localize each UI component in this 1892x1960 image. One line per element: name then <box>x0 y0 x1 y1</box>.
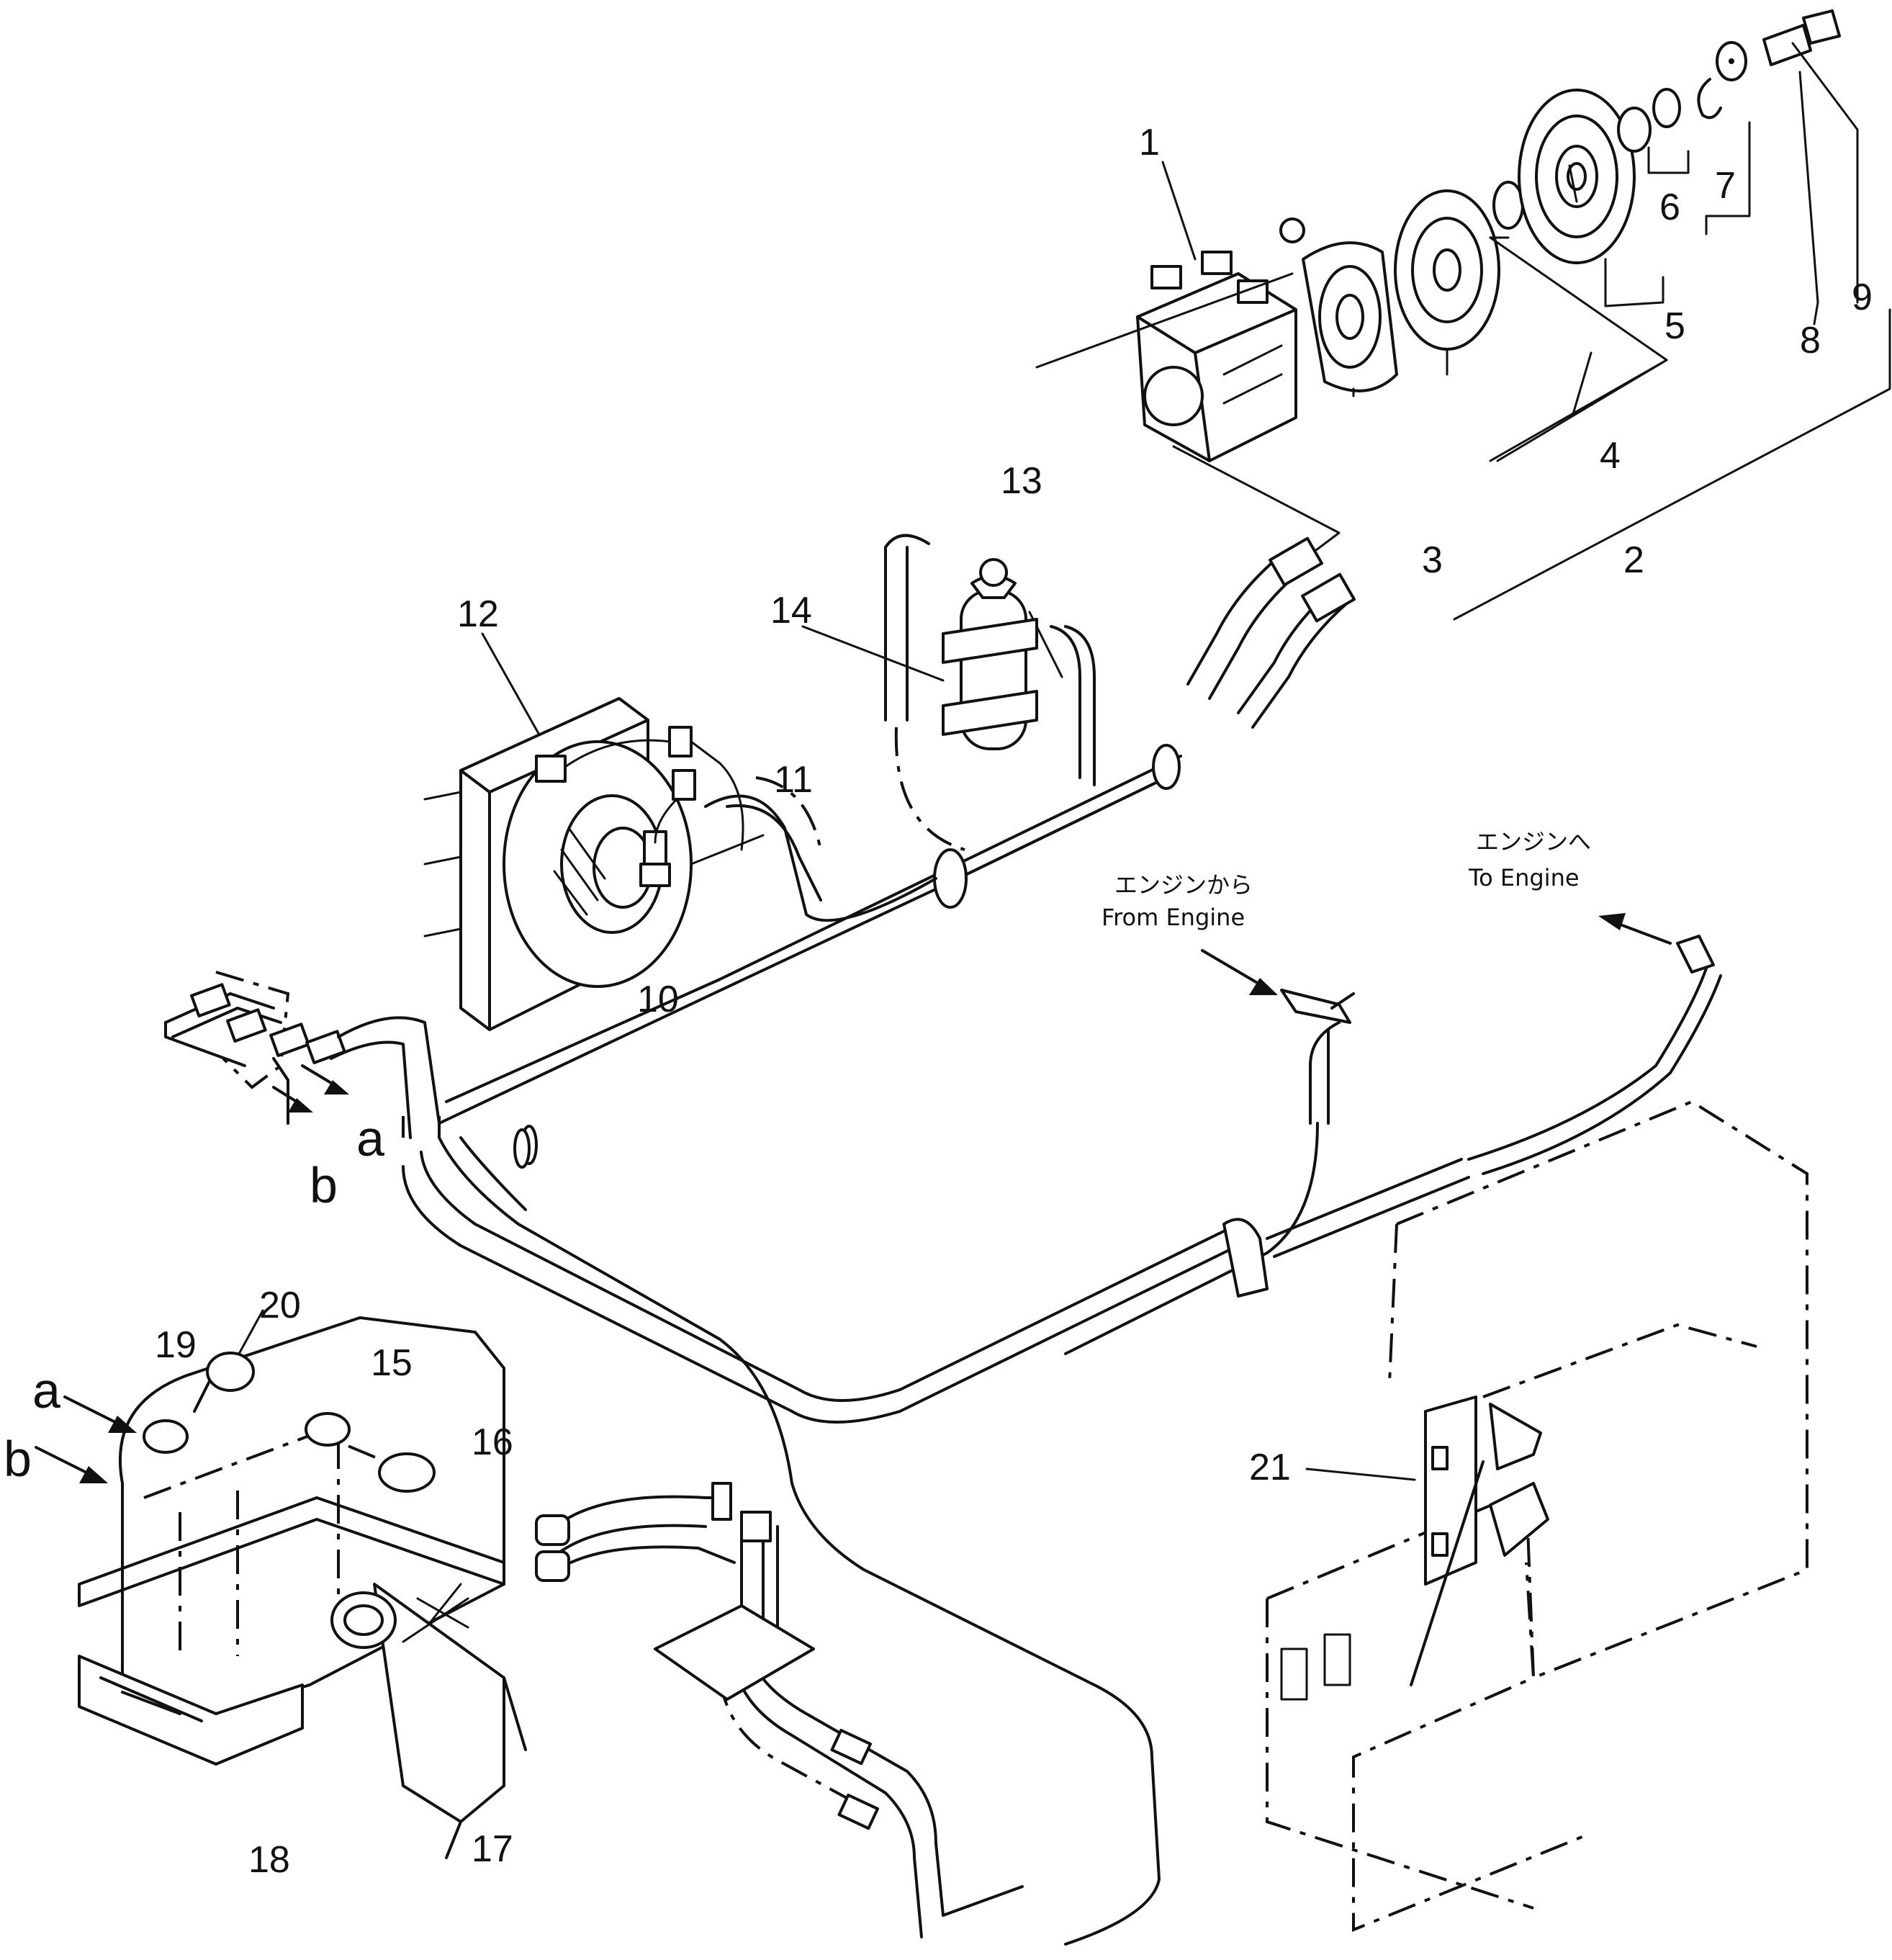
sensor-cover <box>206 1352 255 1392</box>
callout-3: 3 <box>1422 539 1443 581</box>
cab-outline <box>1266 1100 1808 1932</box>
view-marker-a-bottom: a <box>32 1362 60 1419</box>
grommet-16 <box>378 1452 436 1493</box>
callout-18: 18 <box>248 1839 290 1881</box>
callout-12: 12 <box>457 593 499 635</box>
view-arrow-a-top <box>301 1064 349 1094</box>
engine-outlet-pipe <box>1266 935 1722 1258</box>
view-marker-b-top: b <box>310 1157 338 1213</box>
long-return-pipe <box>402 1128 1254 1946</box>
callout-16: 16 <box>472 1421 513 1463</box>
drier-bracket <box>942 618 1038 736</box>
compressor <box>1136 251 1297 462</box>
callout-19: 19 <box>155 1324 197 1366</box>
relay-connector <box>535 726 744 851</box>
engine-inlet-pipe <box>1064 989 1355 1355</box>
heater-core-port <box>330 1591 397 1649</box>
callout-17: 17 <box>472 1828 513 1870</box>
callout-4: 4 <box>1600 435 1621 477</box>
callout-20: 20 <box>259 1285 301 1326</box>
callout-2: 2 <box>1623 539 1644 581</box>
bearing <box>1617 107 1652 153</box>
valve-plate <box>654 1604 815 1701</box>
snap-ring <box>1697 78 1722 120</box>
group-2-bracket <box>1453 308 1891 621</box>
nut <box>1716 41 1747 81</box>
to-engine-label-jp: エンジンへ <box>1476 828 1591 855</box>
bolt <box>1762 9 1841 66</box>
view-arrow-b-bottom <box>35 1446 108 1483</box>
pulley-small <box>1394 189 1500 351</box>
pipe-clamp <box>1222 1218 1269 1298</box>
callout-5: 5 <box>1664 305 1685 347</box>
view-arrow-a-bottom <box>63 1395 137 1433</box>
callout-21: 21 <box>1249 1447 1291 1488</box>
group-5-bracket <box>1604 258 1664 307</box>
callout-6: 6 <box>1659 186 1680 228</box>
from-engine-arrow <box>1201 949 1278 995</box>
callout-15: 15 <box>371 1342 413 1384</box>
callout-14: 14 <box>770 590 812 631</box>
view-arrow-b-top <box>272 1086 313 1112</box>
fan-motor <box>503 740 693 988</box>
callout-1: 1 <box>1139 122 1160 163</box>
from-engine-label-jp: エンジンから <box>1114 871 1253 899</box>
callout-7: 7 <box>1715 165 1736 207</box>
compressor-assembly-bracket <box>1035 272 1341 556</box>
callout-8: 8 <box>1800 320 1821 361</box>
callout-13: 13 <box>1001 460 1042 502</box>
washer <box>1652 88 1681 128</box>
control-panel <box>1410 1395 1549 1686</box>
compressor-hoses <box>1186 536 1356 729</box>
to-engine-arrow <box>1598 913 1672 945</box>
callout-11: 11 <box>774 759 813 801</box>
condenser-hoses <box>704 776 937 922</box>
callout-9: 9 <box>1852 277 1873 318</box>
group-6-7-bracket <box>1647 121 1751 235</box>
grommet-15 <box>305 1412 351 1447</box>
view-marker-a-top: a <box>356 1110 384 1166</box>
pressure-switch <box>639 830 671 887</box>
from-engine-label-en: From Engine <box>1102 904 1245 931</box>
heater-hoses <box>535 1482 1024 1938</box>
clutch-plate <box>1279 217 1398 392</box>
callout-10: 10 <box>637 979 679 1020</box>
view-marker-b-bottom: b <box>4 1431 32 1487</box>
group-3-4-bracket <box>1489 351 1668 462</box>
evaporator-pipe-ends <box>164 971 441 1139</box>
pulley-large <box>1518 89 1636 264</box>
drier-hoses <box>884 534 1096 851</box>
air-conditioner-unit <box>78 1316 527 1859</box>
to-engine-label-en: To Engine <box>1468 864 1580 891</box>
